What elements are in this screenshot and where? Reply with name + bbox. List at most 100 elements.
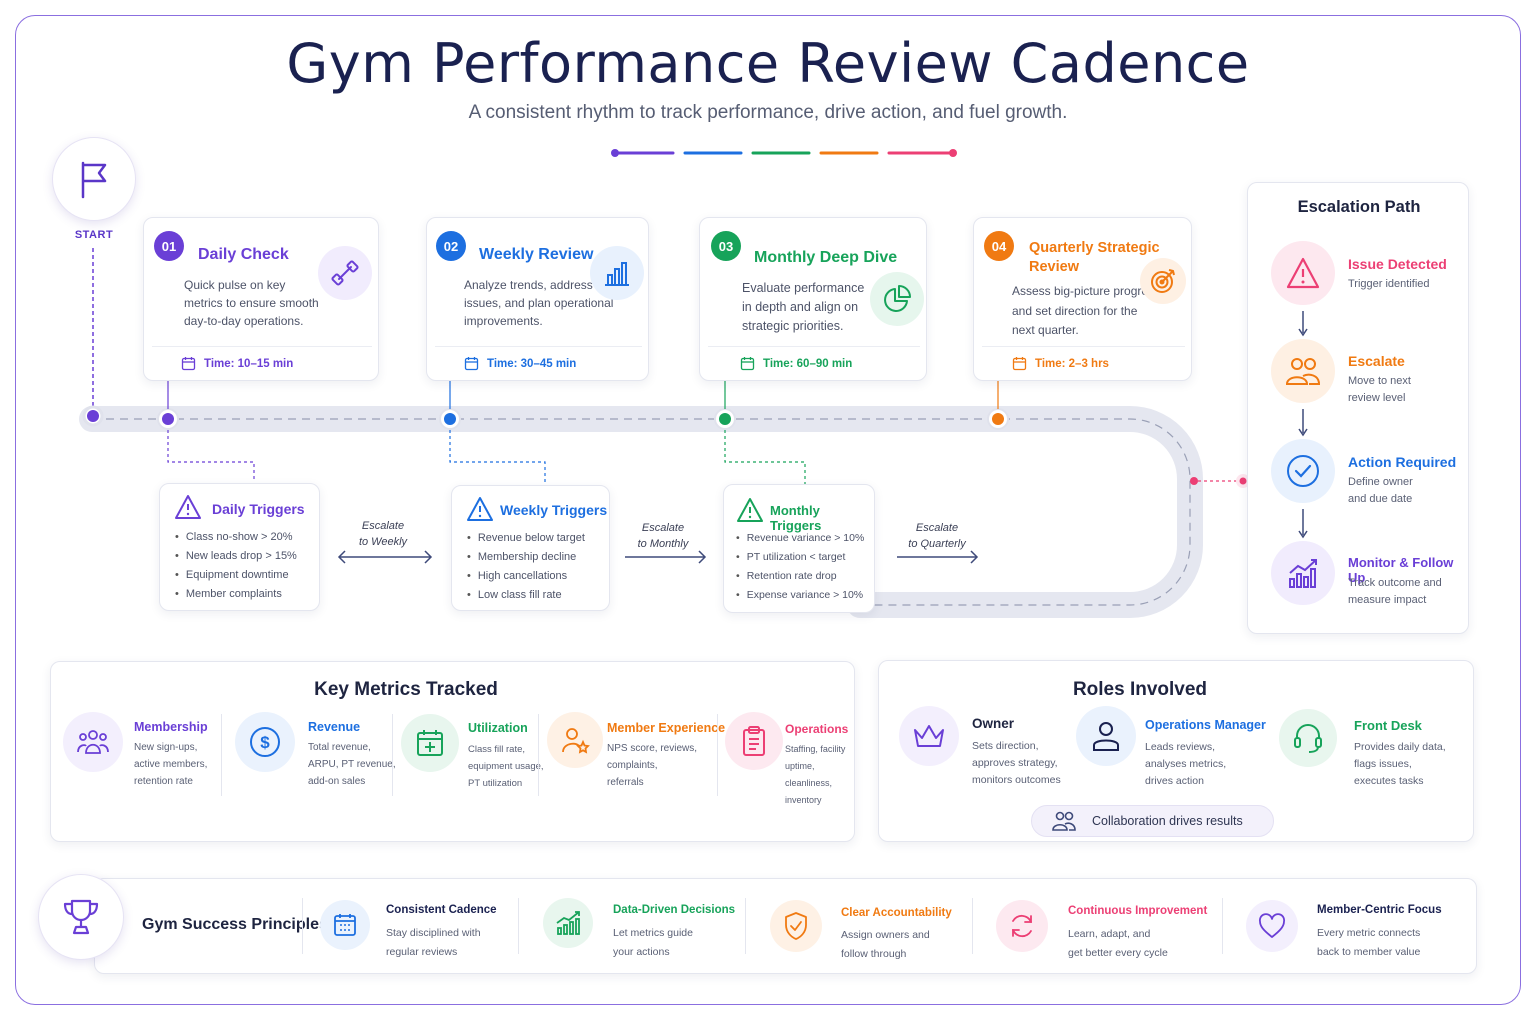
refresh-icon [996, 900, 1048, 952]
trigger-list-monthly: Revenue variance > 10%PT utilization < t… [736, 529, 865, 605]
people-icon [1271, 339, 1335, 403]
people-icon [1052, 811, 1076, 831]
escalation-step-title: Monitor & Follow Up [1348, 555, 1454, 585]
calendar-icon [320, 900, 370, 950]
escalation-step-title: Action Required [1348, 454, 1457, 470]
shield-check-icon [770, 900, 822, 952]
trigger-card-daily: Daily Triggers Class no-show > 20%New le… [159, 483, 320, 611]
escalation-step-desc: Trigger identified [1348, 278, 1430, 290]
step-card-monthly: 03 Monthly Deep Dive Evaluate performanc… [699, 217, 927, 381]
step-number-01: 01 [154, 231, 184, 261]
warning-icon [175, 495, 201, 519]
trigger-title-daily: Daily Triggers [212, 501, 305, 517]
warning-icon [467, 497, 493, 521]
step-number-04: 04 [984, 231, 1014, 261]
step-number-02: 02 [436, 231, 466, 261]
step-title-daily: Daily Check [198, 246, 289, 263]
escalation-step-title: Issue Detected [1348, 256, 1447, 272]
roles-title: Roles Involved [1072, 679, 1208, 700]
calendar-icon [181, 357, 196, 371]
group-icon [63, 712, 123, 772]
metric-title: Member Experience [607, 721, 726, 735]
metric-title: Operations [785, 722, 849, 736]
user-star-icon [547, 712, 603, 768]
calendar-plus-icon [401, 714, 459, 772]
role-title: Owner [972, 716, 1015, 731]
target-icon [1140, 258, 1186, 304]
role-title: Operations Manager [1145, 718, 1266, 732]
principle-title: Consistent Cadence [386, 904, 497, 916]
pie-chart-icon [870, 272, 924, 326]
trigger-list-weekly: Revenue below targetMembership declineHi… [467, 529, 585, 605]
step-card-weekly: 02 Weekly Review Analyze trends, address… [426, 217, 649, 381]
metric-title: Revenue [308, 720, 361, 734]
clipboard-icon [725, 712, 783, 770]
collab-banner: Collaboration drives results [1031, 805, 1274, 837]
metric-title: Utilization [468, 721, 528, 735]
start-flag [52, 137, 136, 221]
trigger-card-weekly: Weekly Triggers Revenue below targetMemb… [451, 485, 610, 611]
trigger-card-monthly: Monthly Triggers Revenue variance > 10%P… [723, 484, 875, 613]
dumbbell-icon [318, 246, 372, 300]
calendar-icon [1012, 357, 1027, 371]
principle-title: Data-Driven Decisions [613, 904, 736, 916]
principle-title: Member-Centric Focus [1317, 904, 1442, 916]
trend-chart-icon [1271, 541, 1335, 605]
step-number-03: 03 [711, 231, 741, 261]
metric-desc: New sign-ups,active members,retention ra… [134, 742, 208, 787]
warning-icon [737, 498, 763, 522]
dollar-icon: $ [235, 712, 295, 772]
role-desc: Sets direction,approves strategy,monitor… [972, 740, 1061, 786]
metric-desc: NPS score, reviews,complaints,referrals [607, 743, 698, 788]
crown-icon [899, 706, 959, 766]
flag-icon [81, 161, 107, 199]
growth-chart-icon [543, 898, 593, 948]
color-divider [611, 149, 957, 157]
step-title-monthly: Monthly Deep Dive [754, 249, 898, 266]
calendar-icon [740, 357, 755, 371]
trigger-title-weekly: Weekly Triggers [500, 502, 608, 518]
page-title: Gym Performance Review Cadence [286, 32, 1250, 95]
bar-chart-icon [590, 246, 644, 300]
role-title: Front Desk [1354, 718, 1422, 733]
heart-icon [1246, 900, 1298, 952]
key-metrics-panel: Key Metrics Tracked Membership New sign-… [50, 661, 855, 842]
metric-desc: Class fill rate,equipment usage,PT utili… [468, 744, 544, 789]
start-label: START [74, 229, 114, 241]
principles-title: Gym Success Principles [142, 916, 328, 933]
person-icon [1076, 706, 1136, 766]
page-subtitle: A consistent rhythm to track performance… [468, 102, 1068, 123]
escalation-step-title: Escalate [1348, 353, 1405, 369]
page-frame [15, 15, 1521, 1005]
role-desc: Provides daily data,flags issues,execute… [1354, 741, 1446, 787]
step-time-monthly: Time: 60–90 min [740, 356, 852, 371]
check-circle-icon [1271, 439, 1335, 503]
step-time-quarterly: Time: 2–3 hrs [1012, 356, 1109, 371]
step-title-weekly: Weekly Review [479, 246, 594, 263]
trophy-icon [38, 874, 124, 960]
step-time-daily: Time: 10–15 min [181, 356, 293, 371]
escalation-arrows [1298, 311, 1308, 539]
escalation-path-title: Escalation Path [1297, 198, 1421, 216]
role-desc: Leads reviews,analyses metrics,drives ac… [1145, 741, 1227, 787]
roles-panel: Roles Involved Owner Sets direction,appr… [878, 660, 1474, 842]
step-time-weekly: Time: 30–45 min [464, 356, 576, 371]
